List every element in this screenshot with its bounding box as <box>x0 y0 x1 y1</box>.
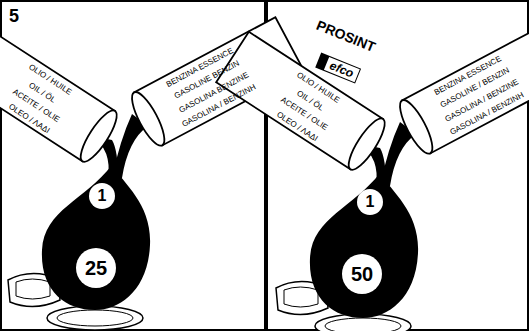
ratio-number: 50 <box>351 264 373 284</box>
panel-number: 5 <box>9 7 19 25</box>
ratio-number: 25 <box>85 258 107 278</box>
ratio-number: 1 <box>366 194 375 210</box>
ratio-number: 1 <box>98 188 107 204</box>
